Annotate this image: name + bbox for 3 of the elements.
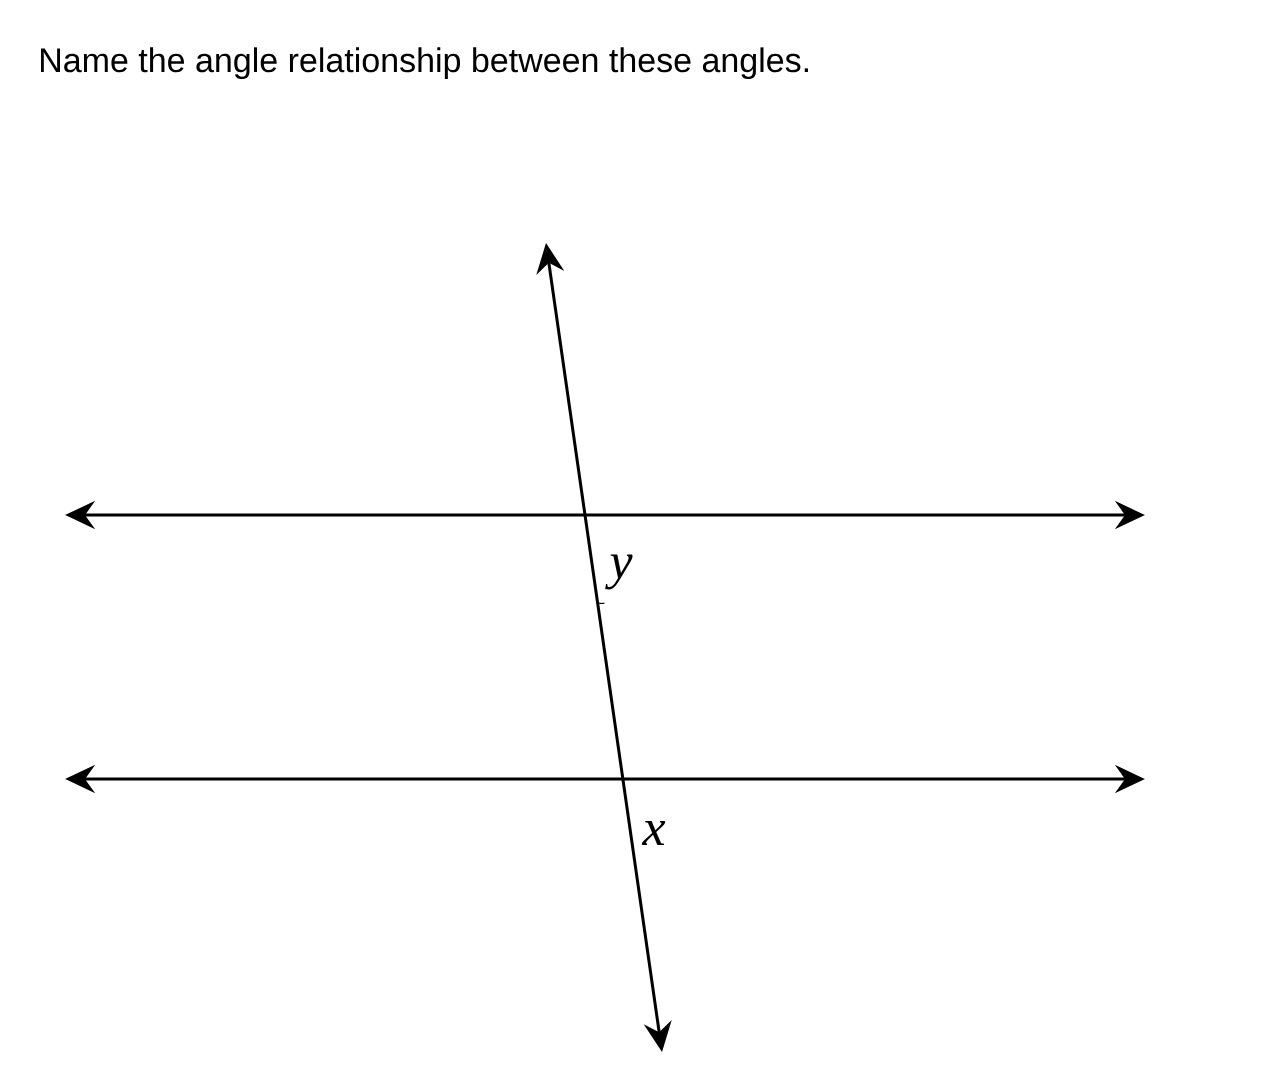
angle-label: x	[641, 821, 666, 845]
question-text: Name the angle relationship between these angles.	[41, 47, 808, 80]
angle-label: y	[605, 554, 633, 590]
